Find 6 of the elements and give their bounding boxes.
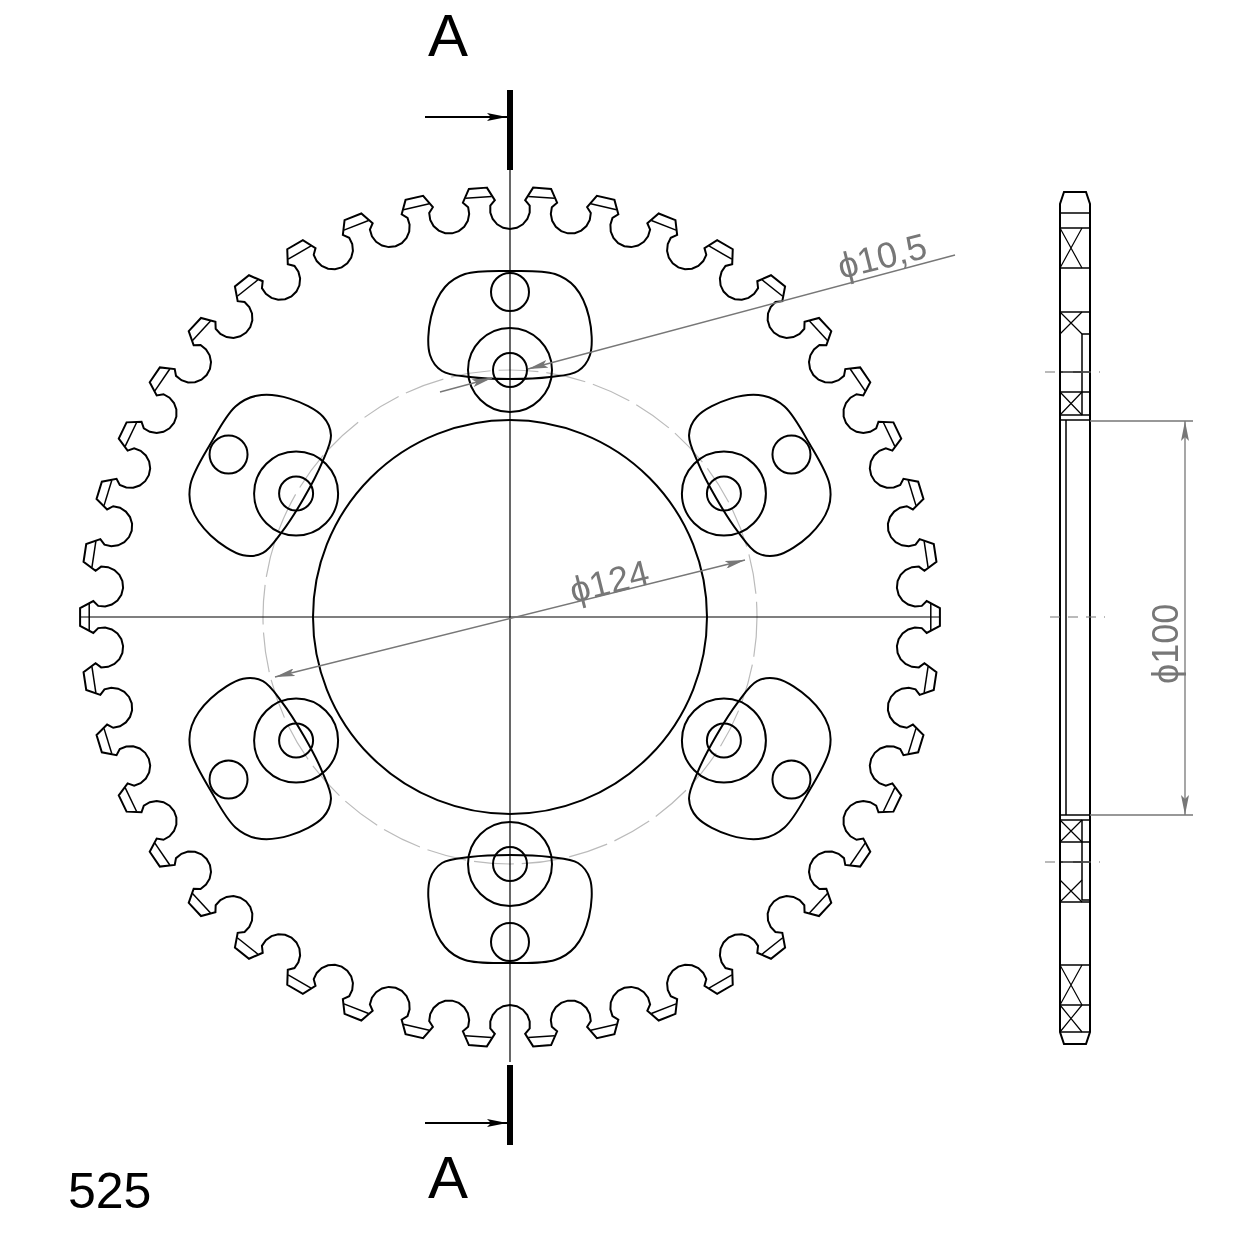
dimension-text: ϕ100	[1148, 603, 1184, 684]
chain-size-label: 525	[68, 1166, 152, 1216]
dimension-text: ϕ124	[566, 554, 653, 609]
dimension-text: ϕ10,5	[834, 228, 931, 285]
section-label: A	[428, 6, 469, 66]
section-label: A	[428, 1148, 469, 1208]
